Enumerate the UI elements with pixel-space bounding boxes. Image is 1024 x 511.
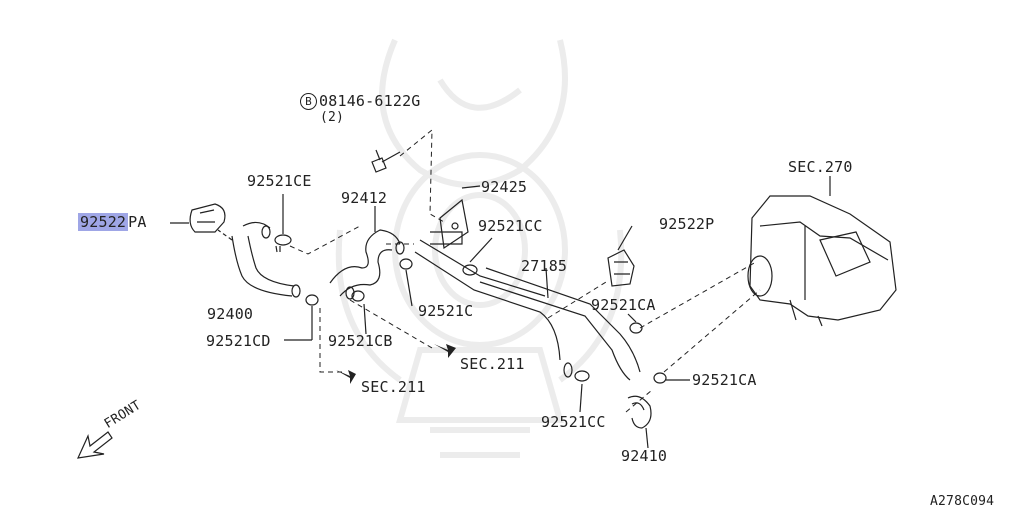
hose-92410 xyxy=(627,395,652,449)
diagram-code: A278C094 xyxy=(930,494,995,509)
bolt-symbol-icon: B xyxy=(300,93,317,110)
sec-211-right-label: SEC.211 xyxy=(460,355,525,373)
clamp-92521ca-upper xyxy=(629,322,643,334)
clip-92522p xyxy=(607,225,635,287)
hose-92412-label: 92412 xyxy=(341,189,388,207)
hose-27185-label: 27185 xyxy=(521,257,568,275)
hose-92400-label: 92400 xyxy=(207,305,254,323)
clip-92522pa xyxy=(170,203,226,233)
highlighted-part-number[interactable]: 92522 xyxy=(78,213,129,231)
clamp-92521cd-label: 92521CD xyxy=(206,332,271,350)
sec-270-label: SEC.270 xyxy=(788,158,853,176)
bracket-92425-label: 92425 xyxy=(481,178,528,196)
clamp-92521ce-label: 92521CE xyxy=(247,172,312,190)
sec-211-left-label: SEC.211 xyxy=(361,378,426,396)
clamp-92521cc-bottom-label: 92521CC xyxy=(541,413,606,431)
part-92522pa-suffix: PA xyxy=(128,213,147,231)
guide-lines xyxy=(289,128,761,413)
clamp-92521cb-label: 92521CB xyxy=(328,332,393,350)
bolt-icon xyxy=(371,149,401,173)
clamp-92521cc-top xyxy=(462,264,478,276)
hose-92410-label: 92410 xyxy=(621,447,668,465)
clamp-92521cc-top-label: 92521CC xyxy=(478,217,543,235)
clamp-92521c-label: 92521C xyxy=(418,302,474,320)
bolt-quantity: (2) xyxy=(320,110,345,125)
clamp-92521cc-bottom xyxy=(574,370,590,382)
clamp-92521ca-upper-label: 92521CA xyxy=(591,296,656,314)
bolt-part-number: 08146-6122G xyxy=(319,92,421,110)
clamp-92521c xyxy=(399,258,413,270)
sec-arrow-icon xyxy=(336,344,456,384)
hose-92412 xyxy=(329,206,405,300)
clamp-92521ca-lower xyxy=(653,372,667,384)
clamp-92521cb xyxy=(351,290,365,302)
clip-92522p-label: 92522P xyxy=(659,215,715,233)
hose-92400 xyxy=(231,221,301,298)
hose-27185 xyxy=(414,239,641,381)
component-sec270 xyxy=(747,176,897,327)
clamp-92521ce xyxy=(274,194,292,253)
clamp-92521ca-lower-label: 92521CA xyxy=(692,371,757,389)
bracket-92425 xyxy=(430,185,481,250)
clamp-92521cd xyxy=(305,294,319,306)
front-arrow-icon xyxy=(76,431,113,459)
watermark-emblem xyxy=(335,38,625,458)
